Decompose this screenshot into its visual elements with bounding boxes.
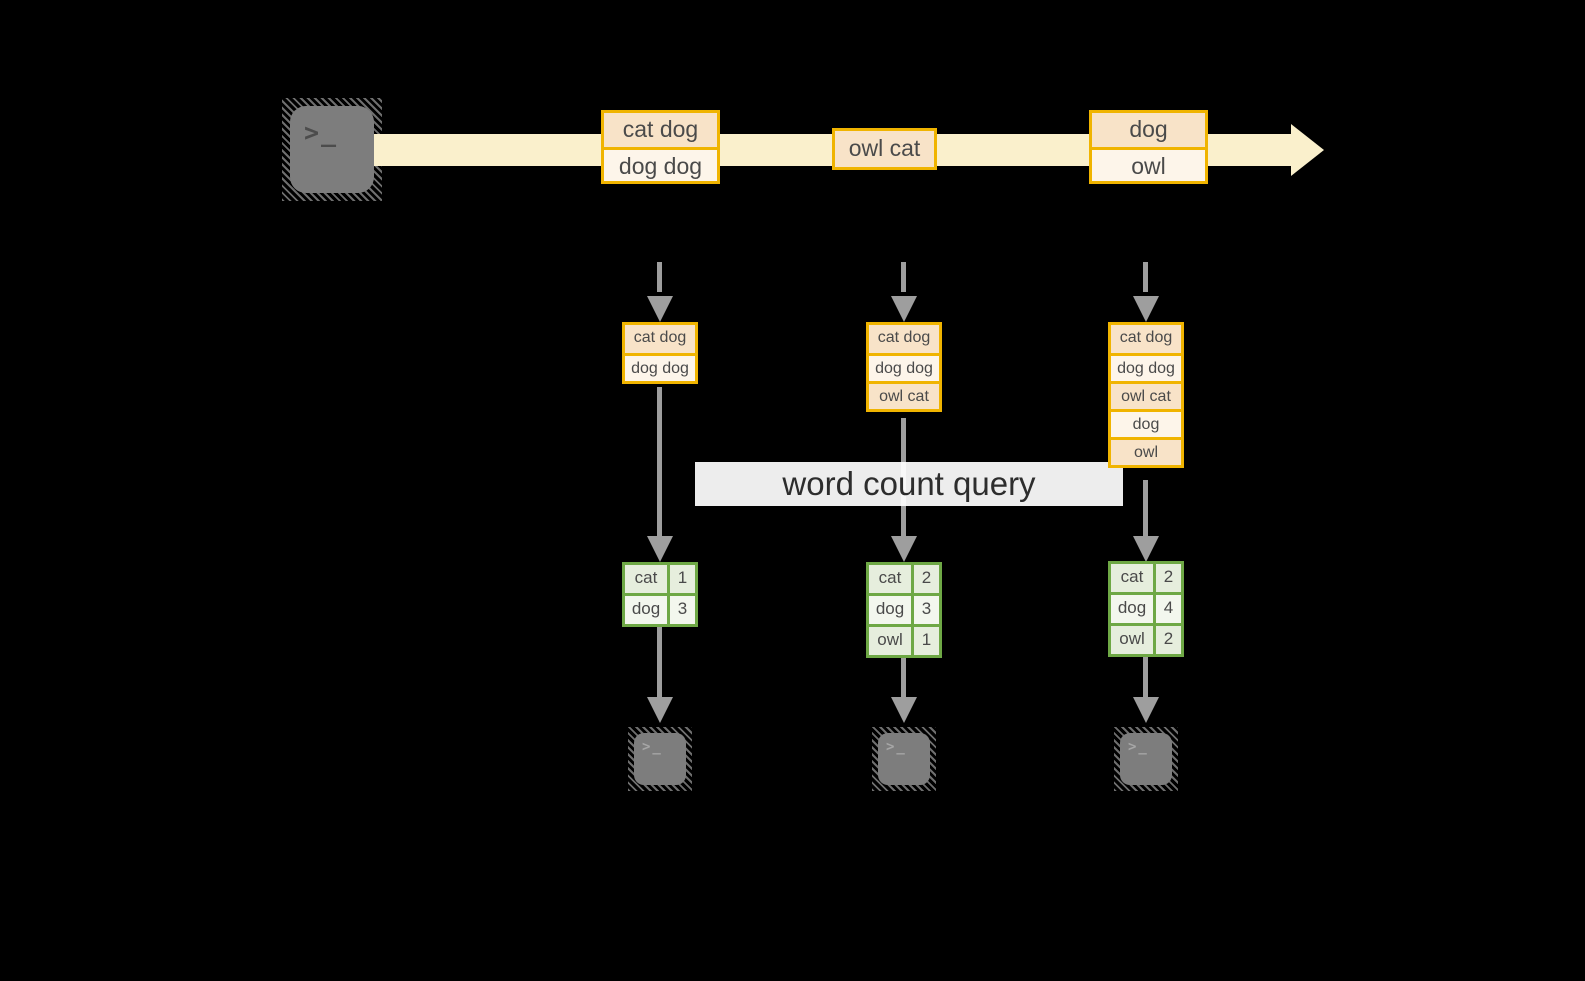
arrow-head-icon xyxy=(891,536,917,562)
stream-arrow-head-icon xyxy=(1291,124,1324,176)
arrow-head-icon xyxy=(647,697,673,723)
stream-batch-1-row: cat dog xyxy=(604,113,717,147)
stream-batch-2: owl cat xyxy=(832,128,937,170)
terminal-prompt-glyph: >_ xyxy=(304,118,339,147)
stream-batch-3-row: owl xyxy=(1092,147,1205,181)
table-row: owl 1 xyxy=(869,624,939,655)
state-row: cat dog xyxy=(625,325,695,353)
dashed-arrow-line xyxy=(1143,262,1148,292)
dashed-arrow-line xyxy=(657,262,662,292)
state-row: owl cat xyxy=(869,381,939,409)
state-stack-3: cat dog dog dog owl cat dog owl xyxy=(1108,322,1184,468)
table-row: cat 1 xyxy=(625,565,695,593)
terminal-screen: >_ xyxy=(290,106,374,193)
table-row: cat 2 xyxy=(1111,564,1181,592)
table-row: dog 4 xyxy=(1111,592,1181,623)
arrow-line xyxy=(1143,657,1148,697)
state-row: cat dog xyxy=(1111,325,1181,353)
state-row: dog dog xyxy=(1111,353,1181,381)
state-row: cat dog xyxy=(869,325,939,353)
arrow-line xyxy=(657,387,662,538)
count-cell: 3 xyxy=(670,596,695,624)
word-cell: cat xyxy=(625,565,670,593)
query-label: word count query xyxy=(695,462,1123,506)
word-cell: dog xyxy=(869,596,914,624)
terminal-screen: >_ xyxy=(878,733,930,785)
sink-terminal-icon: >_ xyxy=(1114,727,1178,791)
count-cell: 3 xyxy=(914,596,939,624)
arrow-head-icon xyxy=(1133,536,1159,562)
state-row: dog dog xyxy=(625,353,695,381)
arrow-line xyxy=(1143,480,1148,538)
terminal-prompt-glyph: >_ xyxy=(642,739,663,755)
result-table-2: cat 2 dog 3 owl 1 xyxy=(866,562,942,658)
dashed-arrow-head-icon xyxy=(1133,296,1159,322)
count-cell: 1 xyxy=(914,627,939,655)
table-row: cat 2 xyxy=(869,565,939,593)
state-row: dog dog xyxy=(869,353,939,381)
terminal-screen: >_ xyxy=(1120,733,1172,785)
word-cell: dog xyxy=(1111,595,1156,623)
word-cell: dog xyxy=(625,596,670,624)
terminal-prompt-glyph: >_ xyxy=(1128,739,1149,755)
table-row: owl 2 xyxy=(1111,623,1181,654)
table-row: dog 3 xyxy=(869,593,939,624)
result-table-3: cat 2 dog 4 owl 2 xyxy=(1108,561,1184,657)
arrow-head-icon xyxy=(891,697,917,723)
stream-batch-3: dog owl xyxy=(1089,110,1208,184)
table-row: dog 3 xyxy=(625,593,695,624)
word-cell: cat xyxy=(1111,564,1156,592)
state-stack-2: cat dog dog dog owl cat xyxy=(866,322,942,412)
word-cell: owl xyxy=(869,627,914,655)
state-stack-1: cat dog dog dog xyxy=(622,322,698,384)
count-cell: 1 xyxy=(670,565,695,593)
sink-terminal-icon: >_ xyxy=(628,727,692,791)
stream-batch-2-row: owl cat xyxy=(835,131,934,167)
count-cell: 4 xyxy=(1156,595,1181,623)
arrow-head-icon xyxy=(647,536,673,562)
count-cell: 2 xyxy=(914,565,939,593)
arrow-line xyxy=(657,627,662,697)
arrow-head-icon xyxy=(1133,697,1159,723)
count-cell: 2 xyxy=(1156,626,1181,654)
dashed-arrow-head-icon xyxy=(891,296,917,322)
sink-terminal-icon: >_ xyxy=(872,727,936,791)
state-row: owl cat xyxy=(1111,381,1181,409)
word-cell: owl xyxy=(1111,626,1156,654)
stream-batch-1: cat dog dog dog xyxy=(601,110,720,184)
terminal-screen: >_ xyxy=(634,733,686,785)
stream-batch-1-row: dog dog xyxy=(604,147,717,181)
state-row: dog xyxy=(1111,409,1181,437)
dashed-arrow-line xyxy=(901,262,906,292)
word-cell: cat xyxy=(869,565,914,593)
arrow-line xyxy=(901,658,906,697)
count-cell: 2 xyxy=(1156,564,1181,592)
state-row: owl xyxy=(1111,437,1181,465)
terminal-prompt-glyph: >_ xyxy=(886,739,907,755)
dashed-arrow-head-icon xyxy=(647,296,673,322)
result-table-1: cat 1 dog 3 xyxy=(622,562,698,627)
stream-source-terminal-icon: >_ xyxy=(282,98,382,201)
stream-batch-3-row: dog xyxy=(1092,113,1205,147)
